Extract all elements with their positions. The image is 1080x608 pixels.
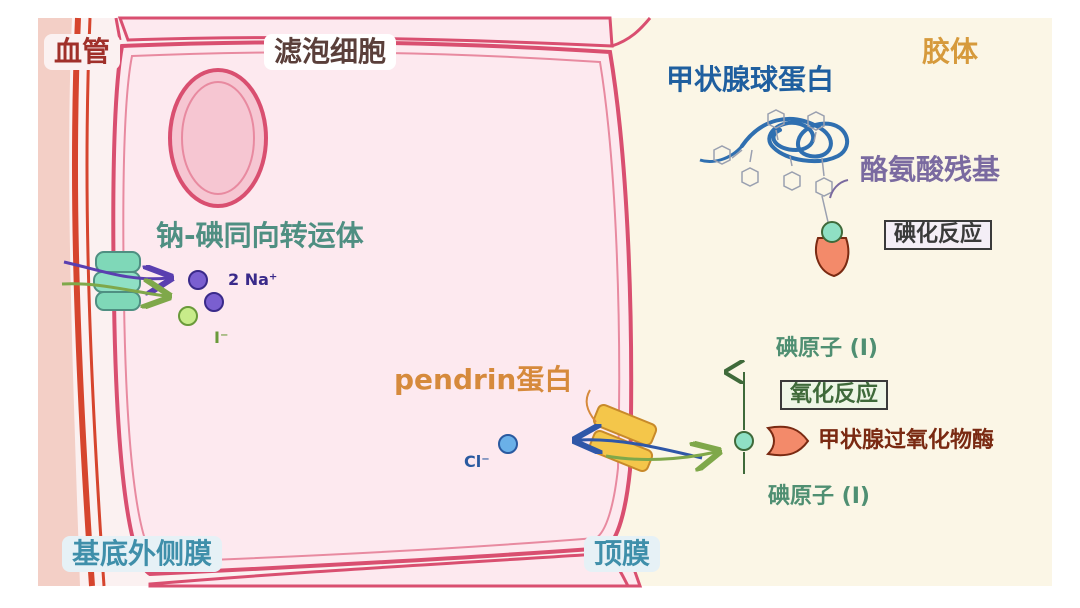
iodine-atom-bottom-label: 碘原子 (I) [768, 484, 870, 509]
sodium-ion-label: 2 Na⁺ [228, 270, 278, 289]
blood-vessel-label: 血管 [44, 34, 121, 70]
pendrin-chloride-arrow [578, 440, 703, 460]
blood-vessel-wall [38, 18, 80, 586]
iodide-ion-label: I⁻ [214, 328, 229, 347]
pendrin-pointer [585, 389, 597, 423]
follicular-cell-label: 滤泡细胞 [264, 34, 397, 70]
tpo-enzyme-icon [765, 425, 810, 457]
sodium-ion-1 [188, 270, 208, 290]
sodium-ion-2 [204, 292, 224, 312]
iodine-atom-top-label: 碘原子 (I) [776, 336, 878, 361]
nis-label: 钠-碘同向转运体 [156, 219, 364, 252]
iodine-bound-atom-icon [821, 221, 843, 243]
nis-iodide-arrow [61, 284, 166, 296]
thyroglobulin-icon [699, 109, 850, 223]
blood-vessel-inner-line [85, 17, 106, 587]
colloid-region [600, 18, 1052, 586]
apical-membrane-label: 顶膜 [584, 536, 661, 572]
tyrosine-residue-label: 酪氨酸残基 [860, 153, 1001, 186]
iodide-ion [178, 306, 198, 326]
thyroglobulin-label: 甲状腺球蛋白 [666, 63, 835, 96]
nucleus [168, 68, 268, 208]
tyrosine-pointer [829, 179, 849, 199]
basolateral-membrane-label: 基底外侧膜 [62, 536, 223, 572]
colloid-label: 胶体 [922, 35, 979, 68]
blood-vessel-outer-line [71, 17, 95, 587]
iodine-atom-icon [734, 431, 754, 451]
oxidation-label: 氧化反应 [780, 380, 889, 410]
iodination-label: 碘化反应 [884, 220, 993, 250]
tpo-label: 甲状腺过氧化物酶 [818, 428, 995, 453]
tpo-enzyme-bound-icon [815, 237, 850, 278]
nis-transporter-icon [93, 251, 141, 311]
pendrin-iodide-arrow [605, 452, 716, 459]
pendrin-label: pendrin蛋白 [394, 363, 573, 396]
chloride-ion [498, 434, 518, 454]
chloride-ion-label: Cl⁻ [464, 452, 490, 471]
neighbor-cell-top [117, 16, 614, 48]
